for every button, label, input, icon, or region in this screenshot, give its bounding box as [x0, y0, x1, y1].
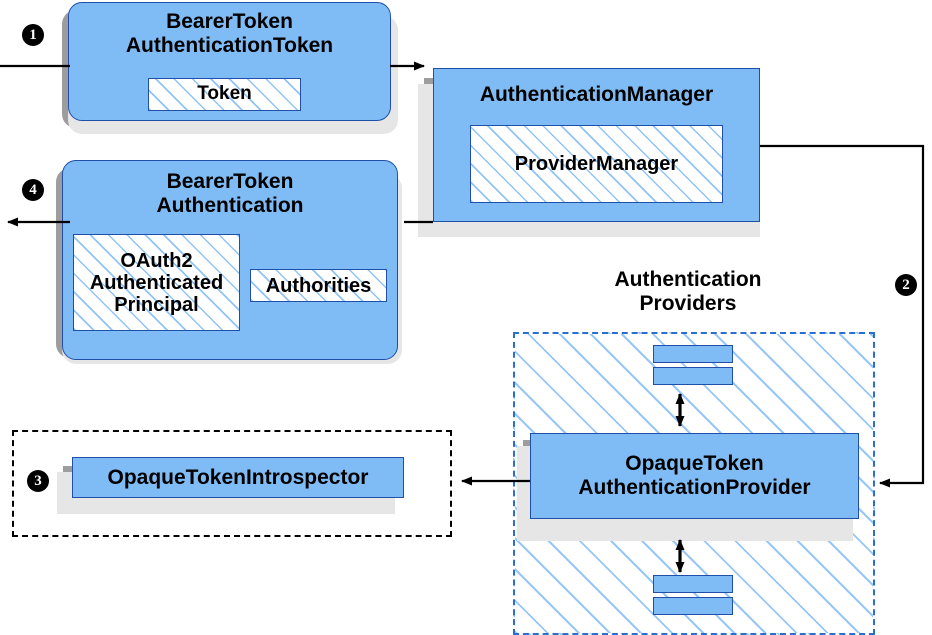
provider-stack-bar-top-1 [653, 345, 733, 363]
bearer-token-authentication-token-title: BearerToken AuthenticationToken [125, 10, 334, 57]
marker-2: 2 [895, 274, 917, 296]
authentication-manager-title: AuthenticationManager [479, 83, 714, 106]
opaque-token-authentication-provider-title: OpaqueToken AuthenticationProvider [578, 452, 811, 499]
node-opaque-token-authentication-provider[interactable]: OpaqueToken AuthenticationProvider [530, 433, 859, 519]
inner-authorities-box[interactable]: Authorities [250, 269, 387, 302]
inner-token-box[interactable]: Token [148, 78, 301, 111]
introspector-group-region [12, 430, 452, 537]
inner-oauth2-authenticated-principal-box[interactable]: OAuth2 Authenticated Principal [73, 234, 240, 331]
bearer-token-authentication-title: BearerToken Authentication [156, 170, 304, 217]
provider-stack-bar-bottom-1 [653, 575, 733, 593]
opaque-token-introspector-title: OpaqueTokenIntrospector [107, 465, 369, 489]
marker-3: 3 [27, 470, 49, 492]
inner-token-label: Token [197, 83, 252, 105]
node-opaque-token-introspector[interactable]: OpaqueTokenIntrospector [72, 457, 404, 498]
inner-authorities-label: Authorities [265, 274, 372, 297]
marker-1: 1 [22, 24, 44, 46]
provider-stack-bar-top-2 [653, 367, 733, 385]
provider-stack-bar-bottom-2 [653, 597, 733, 615]
inner-provider-manager-label: ProviderManager [514, 153, 679, 175]
authentication-providers-label: Authentication Providers [614, 268, 762, 316]
inner-oauth2-authenticated-principal-label: OAuth2 Authenticated Principal [89, 249, 224, 316]
marker-4: 4 [22, 179, 44, 201]
inner-provider-manager-box[interactable]: ProviderManager [470, 125, 723, 203]
